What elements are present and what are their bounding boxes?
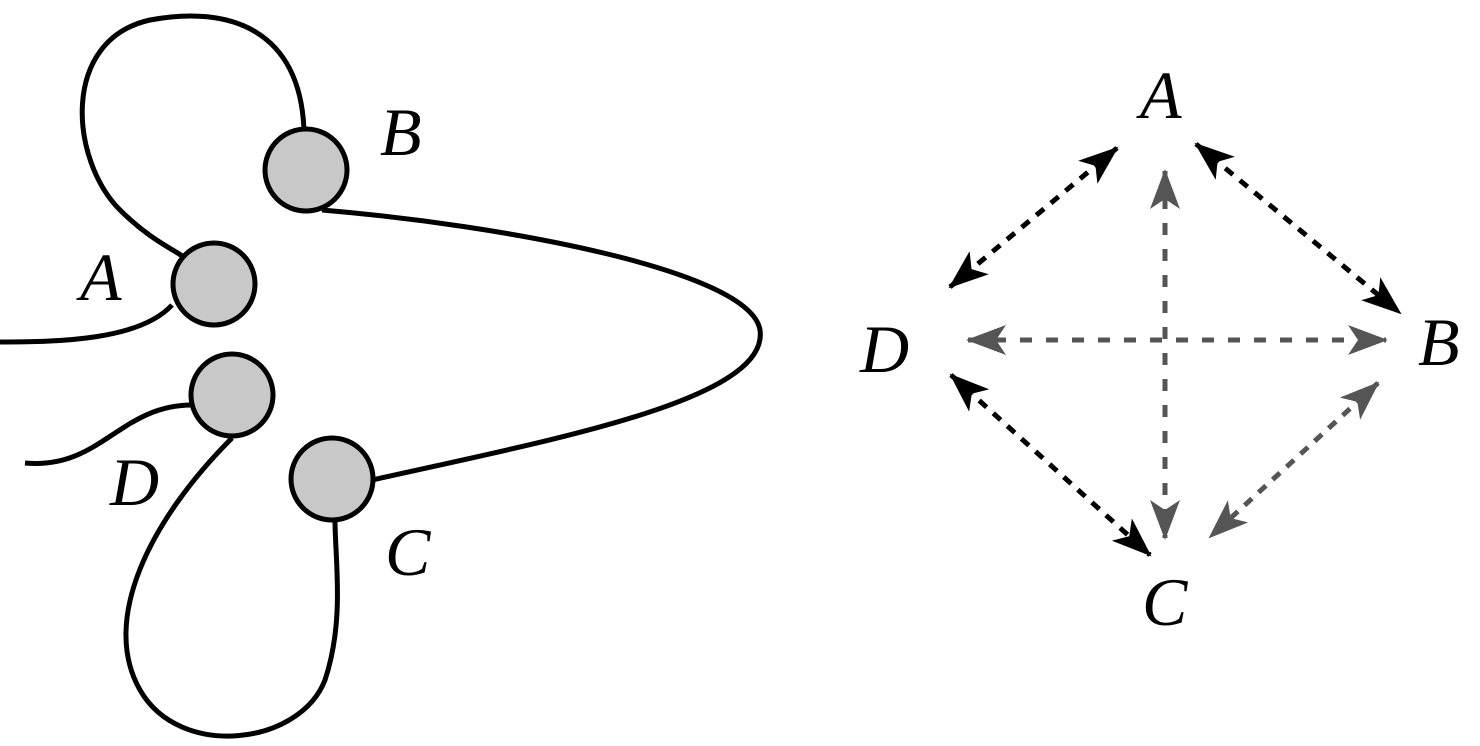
label-b: B xyxy=(380,94,422,170)
label-c: C xyxy=(385,514,431,590)
edge-d-c xyxy=(949,373,1152,557)
label-c-right: C xyxy=(1142,564,1188,640)
label-a-right: A xyxy=(1136,57,1182,133)
node-d xyxy=(188,351,276,439)
label-a: A xyxy=(76,239,122,315)
label-d: D xyxy=(109,444,159,520)
right-diagram: A B C D xyxy=(859,57,1460,640)
node-b xyxy=(262,126,350,214)
wire-d-left xyxy=(24,402,193,466)
node-c xyxy=(288,435,376,523)
wire-d-loop-c xyxy=(123,436,340,739)
edge-a-d xyxy=(948,146,1119,289)
left-diagram: B A D C xyxy=(0,13,763,739)
label-b-right: B xyxy=(1418,304,1460,380)
wire-b-to-c xyxy=(321,207,763,483)
edge-a-b xyxy=(1194,142,1402,315)
wire-a-left xyxy=(0,303,174,345)
wire-b-loop-a xyxy=(79,13,307,261)
node-a xyxy=(170,240,258,328)
edge-b-c xyxy=(1208,381,1380,539)
label-d-right: D xyxy=(859,311,909,387)
